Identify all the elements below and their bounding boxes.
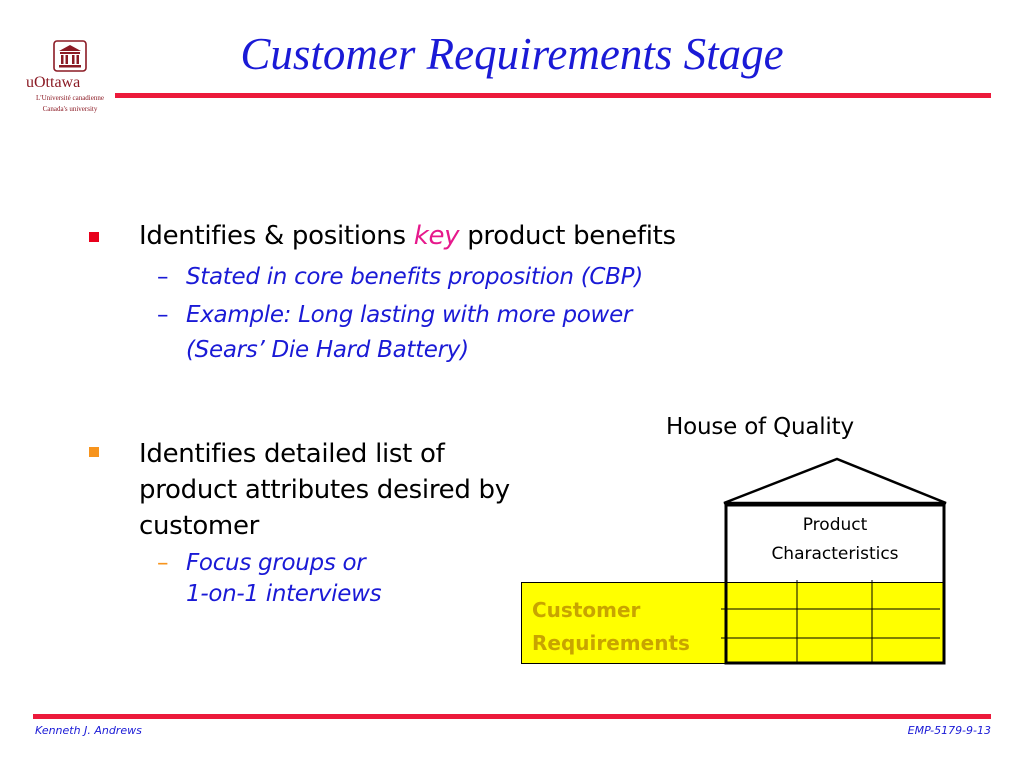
bullet-2-line-1: Identifies detailed list of bbox=[139, 439, 445, 469]
logo-name: uOttawa bbox=[26, 74, 81, 91]
sub-dash-icon: – bbox=[157, 264, 169, 290]
slide-title: Customer Requirements Stage bbox=[240, 29, 784, 79]
logo-line-1: L'Université canadienne bbox=[36, 94, 104, 102]
bullet-2-sub-1: Focus groups or bbox=[186, 550, 366, 576]
bullet-1-sub-2: Example: Long lasting with more power bbox=[186, 302, 633, 328]
bullet-2-line-3: customer bbox=[139, 511, 260, 541]
bullet-square-icon bbox=[89, 447, 99, 457]
bullet-2: Identifies detailed list of product attr… bbox=[139, 436, 510, 544]
footer-course-code: EMP-5179-9-13 bbox=[907, 724, 991, 737]
hoq-roof bbox=[723, 457, 947, 505]
title-divider bbox=[115, 93, 991, 98]
bullet-1-pre: Identifies & positions bbox=[139, 221, 414, 251]
customer-line-1: Customer bbox=[532, 598, 641, 622]
bullet-square-icon bbox=[89, 232, 99, 242]
uottawa-logo: uOttawa L'Université canadienne Canada's… bbox=[22, 40, 118, 114]
logo-line-2: Canada's university bbox=[42, 105, 98, 113]
customer-requirements-label: Customer Requirements bbox=[532, 594, 690, 660]
sub-dash-icon: – bbox=[157, 550, 169, 576]
product-characteristics-label: Product Characteristics bbox=[726, 511, 944, 569]
bullet-1-key: key bbox=[413, 221, 460, 251]
bullet-1-sub-3: (Sears’ Die Hard Battery) bbox=[186, 337, 469, 363]
bullet-2-sub-2: 1-on-1 interviews bbox=[186, 581, 382, 607]
footer-author: Kenneth J. Andrews bbox=[35, 724, 142, 737]
bullet-1: Identifies & positions key product benef… bbox=[139, 221, 676, 251]
bullet-1-sub-1: Stated in core benefits proposition (CBP… bbox=[186, 264, 643, 290]
bullet-2-line-2: product attributes desired by bbox=[139, 475, 510, 505]
product-line-2: Characteristics bbox=[771, 544, 899, 564]
hoq-label: House of Quality bbox=[666, 414, 854, 440]
building-icon bbox=[53, 40, 87, 72]
footer-divider bbox=[33, 714, 991, 719]
bullet-1-post: product benefits bbox=[459, 221, 676, 251]
sub-dash-icon: – bbox=[157, 302, 169, 328]
product-line-1: Product bbox=[802, 515, 868, 535]
customer-line-2: Requirements bbox=[532, 631, 690, 655]
